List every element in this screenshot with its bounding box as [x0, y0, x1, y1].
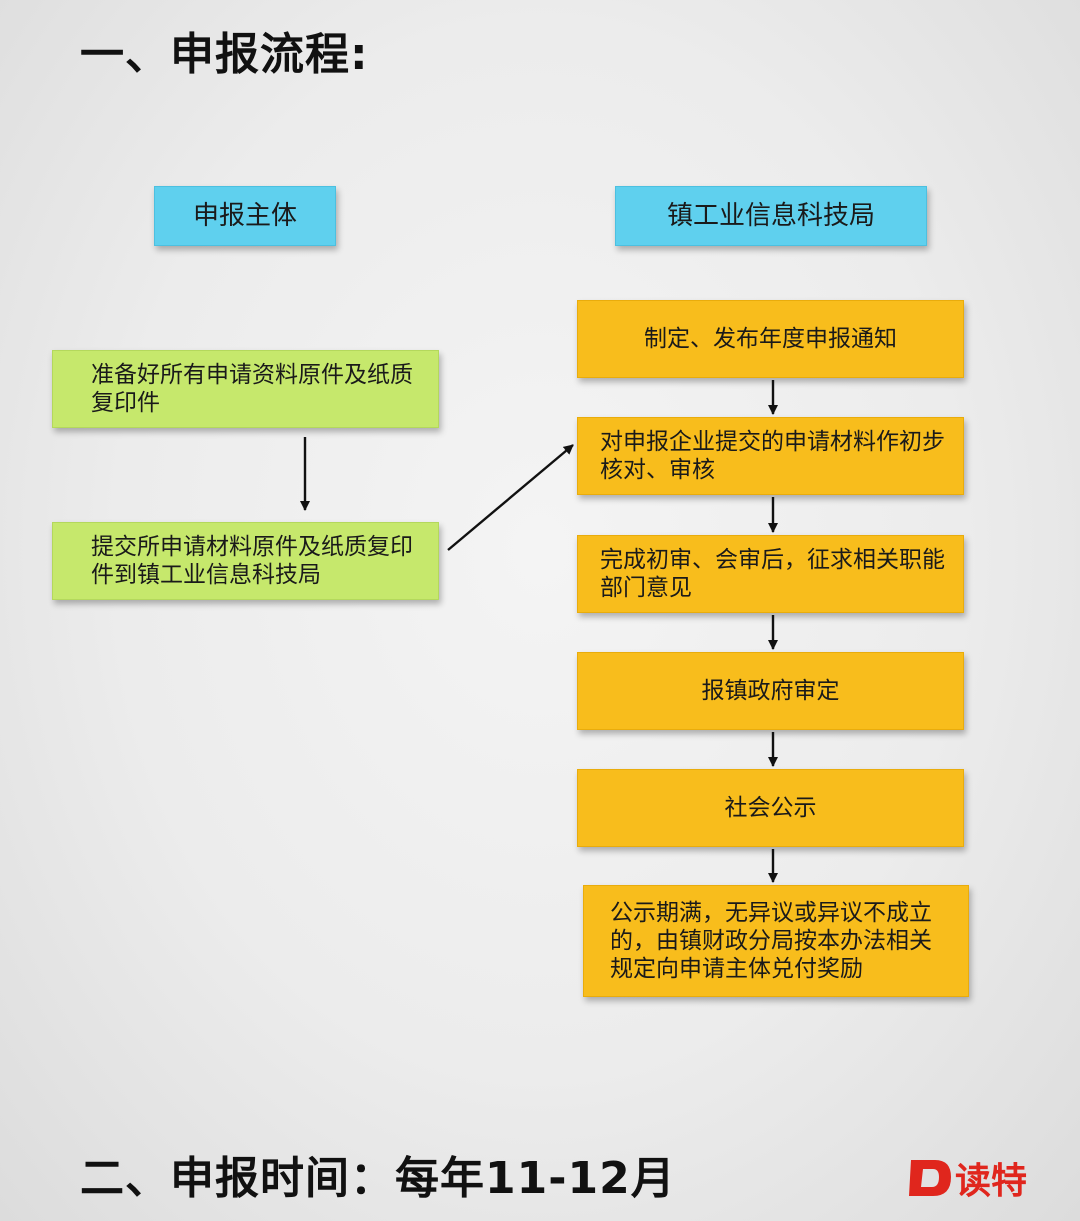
application-time: 二、申报时间：每年11-12月	[80, 1153, 676, 1204]
applicant-step-1-text: 准备好所有申请资料原件及纸质复印件	[91, 362, 413, 416]
page-title: 一、申报流程:	[80, 29, 369, 80]
bureau-step-1: 制定、发布年度申报通知	[577, 300, 964, 378]
applicant-lane-title: 申报主体	[154, 186, 336, 246]
applicant-lane-title-text: 申报主体	[192, 201, 297, 231]
bureau-lane-title-text: 镇工业信息科技局	[666, 201, 875, 231]
bureau-step-4: 报镇政府审定	[577, 652, 964, 730]
bureau-step-5: 社会公示	[577, 769, 964, 847]
applicant-step-2-text: 提交所申请材料原件及纸质复印件到镇工业信息科技局	[91, 534, 413, 588]
bureau-lane-title: 镇工业信息科技局	[615, 186, 927, 246]
bureau-step-6-text: 公示期满，无异议或异议不成立的，由镇财政分局按本办法相关规定向申请主体兑付奖励	[610, 900, 932, 982]
dute-logo-text: 读特	[955, 1161, 1027, 1202]
arrow-applicant-to-bureau	[447, 444, 574, 551]
dute-logo: 读特	[909, 1160, 1027, 1202]
bureau-step-4-text: 报镇政府审定	[701, 678, 840, 704]
bureau-step-1-text: 制定、发布年度申报通知	[644, 326, 897, 352]
bureau-step-6: 公示期满，无异议或异议不成立的，由镇财政分局按本办法相关规定向申请主体兑付奖励	[583, 885, 969, 997]
bureau-step-3: 完成初审、会审后，征求相关职能部门意见	[577, 535, 964, 613]
applicant-step-2: 提交所申请材料原件及纸质复印件到镇工业信息科技局	[52, 522, 439, 600]
bureau-step-3-text: 完成初审、会审后，征求相关职能部门意见	[600, 547, 945, 601]
bureau-step-2: 对申报企业提交的申请材料作初步核对、审核	[577, 417, 964, 495]
bureau-step-5-text: 社会公示	[724, 795, 817, 821]
applicant-step-1: 准备好所有申请资料原件及纸质复印件	[52, 350, 439, 428]
bureau-step-2-text: 对申报企业提交的申请材料作初步核对、审核	[600, 429, 945, 483]
